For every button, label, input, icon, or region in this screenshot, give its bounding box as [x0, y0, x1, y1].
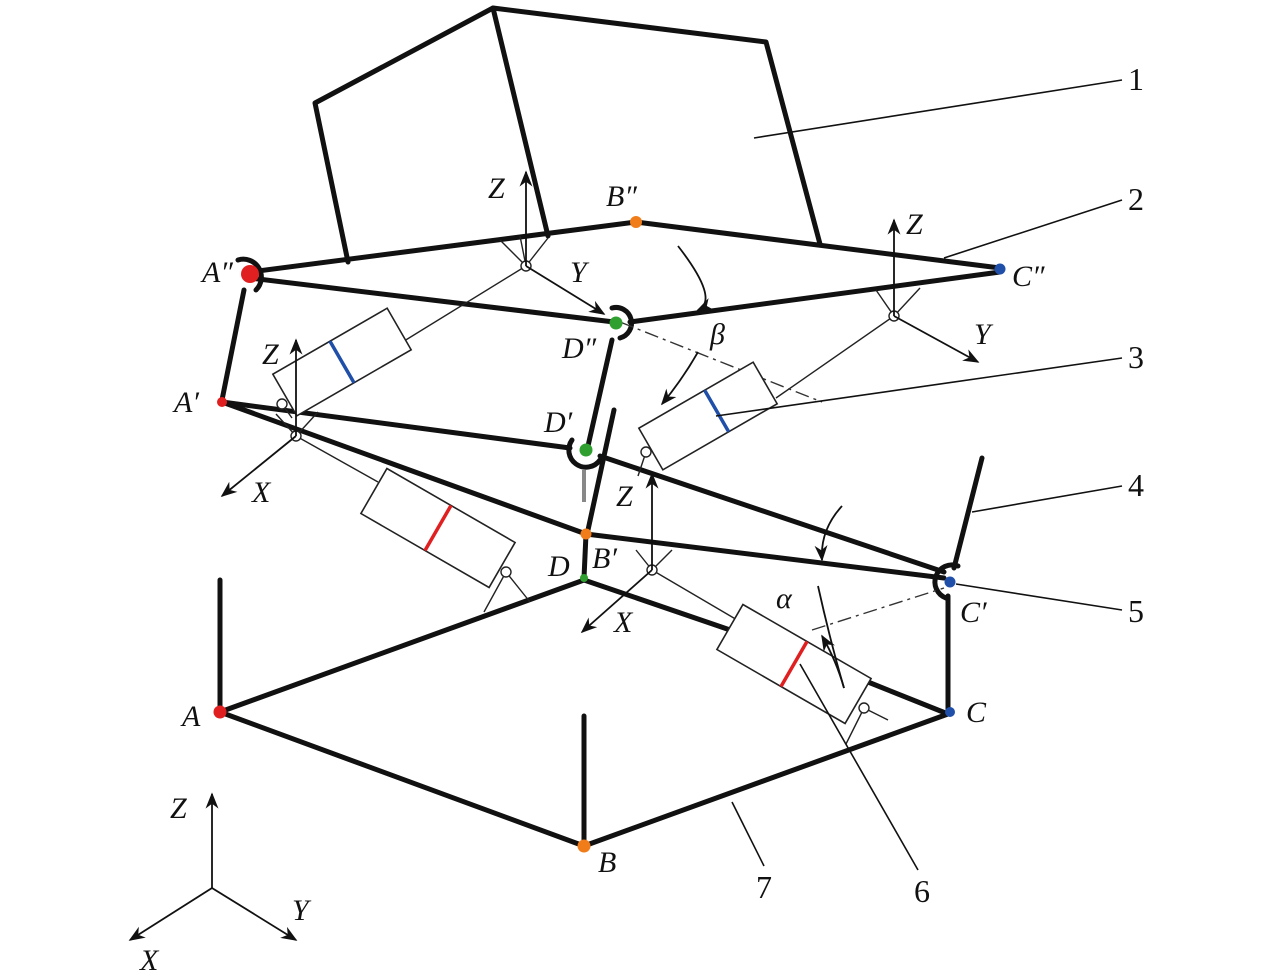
axis-label-z-global: Z: [170, 792, 187, 825]
part-number-2: 2: [1128, 181, 1144, 217]
top-platform: [235, 219, 1003, 341]
top-load-box: [312, 5, 823, 265]
joint-d1: [579, 443, 593, 457]
lower-right-actuator: [715, 603, 873, 725]
label-c2: C″: [1012, 260, 1045, 293]
lower-actuator-mark: [423, 504, 453, 552]
label-b2: B″: [606, 180, 637, 213]
axis-label-x-mid-left: X: [251, 476, 272, 509]
mechanism-thin-lines: [275, 235, 921, 745]
global-axes: [128, 792, 298, 941]
axis-label-z-upper-left: Z: [488, 172, 505, 205]
joint-d2: [609, 316, 623, 330]
angle-arcs: [660, 245, 845, 689]
axis-label-z-mid-left: Z: [262, 338, 279, 371]
lower-actuator-mark: [779, 640, 809, 688]
axis-label-x-mid: X: [613, 606, 634, 639]
label-d1: D′: [543, 406, 573, 439]
joint-b1: [580, 528, 592, 540]
part-number-7: 7: [756, 869, 772, 905]
label-a: A: [180, 700, 201, 733]
axis-label-y-upper-left: Y: [570, 256, 590, 289]
lower-left-actuator: [359, 467, 517, 589]
label-c1: C′: [960, 596, 987, 629]
label-b: B: [598, 846, 616, 879]
part-number-4: 4: [1128, 467, 1144, 503]
joint-d2-bracket: [609, 304, 634, 341]
angle-labels: β α: [709, 318, 793, 615]
joint-a2: [241, 265, 259, 283]
angle-label-beta: β: [709, 318, 725, 351]
part-number-6: 6: [914, 873, 930, 909]
joint-c1-bracket: [932, 562, 961, 601]
label-d2: D″: [561, 332, 597, 365]
joint-b2: [630, 216, 642, 228]
label-a1: A′: [172, 386, 199, 419]
local-axes: [220, 170, 980, 634]
label-a2: A″: [200, 256, 233, 289]
axis-labels: Z Y Z Y Z X Z X Z X Y: [139, 172, 994, 976]
part-number-1: 1: [1128, 61, 1144, 97]
part-numbers: 1 2 3 4 5 6 7: [756, 61, 1144, 909]
label-c: C: [966, 696, 987, 729]
label-d: D: [547, 550, 570, 583]
part-number-3: 3: [1128, 339, 1144, 375]
upper-right-actuator: [637, 361, 779, 471]
joint-c2: [994, 263, 1006, 275]
joint-b: [577, 839, 591, 853]
axis-label-z-upper-right: Z: [906, 208, 923, 241]
joint-d: [580, 574, 588, 582]
joint-c: [945, 707, 955, 717]
label-b1: B′: [592, 542, 617, 575]
joint-c1: [944, 576, 956, 588]
joint-a: [213, 705, 227, 719]
joint-d1-bracket: [566, 437, 603, 470]
leader-lines: [715, 79, 1123, 871]
upper-actuator-mark: [328, 340, 356, 384]
angle-label-alpha: α: [776, 582, 793, 615]
axis-label-y-global: Y: [292, 894, 312, 927]
point-labels: A″ B″ C″ D″ A′ D′ D B′ C′ A B C: [172, 180, 1045, 879]
upper-actuator-mark: [703, 389, 731, 433]
joint-a1: [217, 397, 227, 407]
joint-dots: [213, 216, 1006, 853]
upper-left-actuator: [271, 307, 413, 417]
part-number-5: 5: [1128, 593, 1144, 629]
axis-label-y-upper-right: Y: [974, 318, 994, 351]
base-platform: [217, 577, 951, 849]
axis-label-x-global: X: [139, 944, 160, 976]
vertical-links: [219, 287, 985, 715]
centerlines: [619, 321, 945, 631]
axis-label-z-mid: Z: [616, 480, 633, 513]
joint-a2-bracket: [235, 256, 264, 293]
